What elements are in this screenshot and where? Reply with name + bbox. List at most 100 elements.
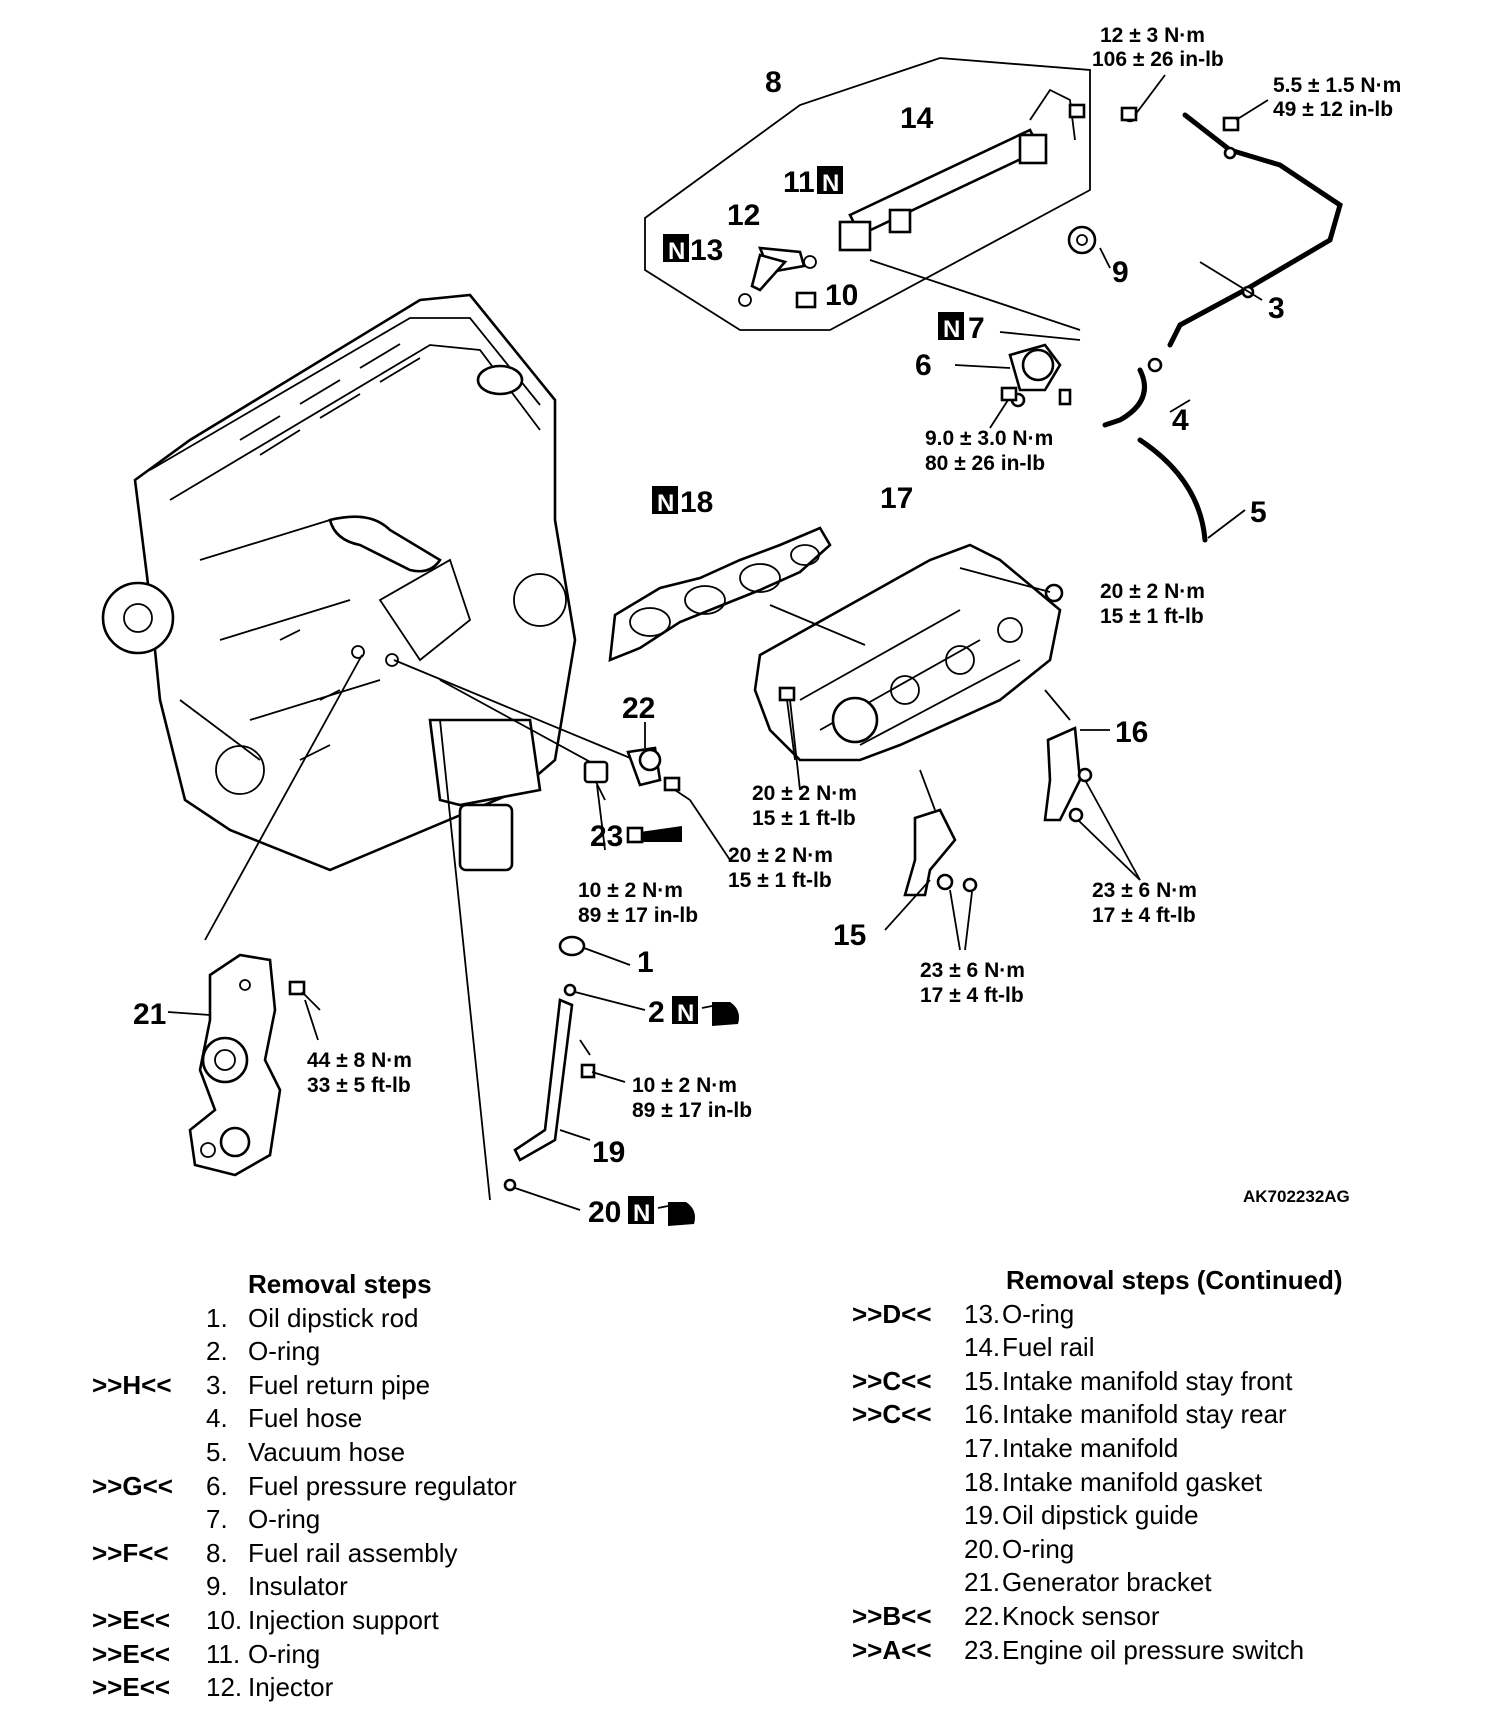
manifold-bolt (778, 686, 796, 761)
step-number: 15. (964, 1365, 1001, 1396)
step-code: >>F<< (92, 1537, 169, 1568)
step-number: 17. (964, 1432, 1001, 1463)
svg-text:44 ± 8 N·m: 44 ± 8 N·m (307, 1049, 412, 1072)
callout-9: 9 (1112, 256, 1129, 289)
step-number: 8. (206, 1537, 228, 1568)
callout-15: 15 (833, 919, 866, 952)
legend-item: >>E<<12.Injector (92, 1671, 517, 1705)
callout-13: 13 (690, 234, 723, 267)
step-number: 12. (206, 1672, 243, 1703)
callout-18: 18 (680, 486, 713, 519)
callout-23: 23 (590, 820, 623, 853)
svg-text:15 ± 1 ft-lb: 15 ± 1 ft-lb (728, 869, 832, 892)
legend-item: 5. Vacuum hose (92, 1436, 517, 1470)
svg-text:17 ± 4 ft-lb: 17 ± 4 ft-lb (1092, 904, 1196, 927)
step-number: 20. (964, 1533, 1001, 1564)
step-label: Fuel rail assembly (248, 1537, 458, 1568)
legend-item: >>C<<16.Intake manifold stay rear (852, 1398, 1343, 1432)
svg-text:15 ± 1 ft-lb: 15 ± 1 ft-lb (752, 807, 856, 830)
step-code: >>D<< (852, 1298, 932, 1329)
n-marker-11: N (817, 166, 843, 197)
fuel-lines (1102, 107, 1343, 543)
step-label: Injector (248, 1672, 334, 1703)
step-label: Oil dipstick guide (1002, 1500, 1199, 1531)
apply-oil-icons (657, 1002, 739, 1226)
torque-specs: 12 ± 3 N·m 106 ± 26 in-lb 5.5 ± 1.5 N·m … (307, 24, 1401, 1122)
step-code (852, 1499, 964, 1533)
step-number: 5. (206, 1436, 228, 1467)
step-code: >>E<< (92, 1638, 171, 1669)
legend-item: 14.Fuel rail (852, 1331, 1343, 1365)
legend-item: 1.Oil dipstick rod (92, 1302, 517, 1336)
leader-lines (204, 654, 636, 1201)
callout-7: 7 (968, 312, 985, 345)
svg-text:17 ± 4 ft-lb: 17 ± 4 ft-lb (920, 984, 1024, 1007)
callout-8: 8 (765, 66, 782, 99)
step-label: O-ring (248, 1504, 321, 1535)
step-label: O-ring (1002, 1298, 1075, 1329)
step-label: O-ring (1002, 1533, 1075, 1564)
torque-return-pipe-bolt: 5.5 ± 1.5 N·m 49 ± 12 in-lb (1273, 74, 1401, 121)
step-number: 11. (206, 1638, 241, 1669)
step-number: 13. (964, 1298, 1001, 1329)
callout-21: 21 (133, 998, 166, 1031)
step-code (92, 1335, 206, 1369)
step-code: >>H<< (92, 1369, 172, 1400)
step-label: Vacuum hose (248, 1436, 406, 1467)
step-code (852, 1466, 964, 1500)
callout-14: 14 (900, 102, 934, 135)
legend-item: 20.O-ring (852, 1533, 1343, 1567)
torque-stay-front: 23 ± 6 N·m 17 ± 4 ft-lb (920, 959, 1025, 1007)
step-code (852, 1566, 964, 1600)
step-label: Engine oil pressure switch (1002, 1634, 1305, 1665)
step-label: Fuel rail (1002, 1332, 1095, 1363)
step-number: 10. (206, 1604, 243, 1635)
callout-labels: 1 2 3 4 5 6 7 8 9 10 11 12 13 14 15 16 1… (133, 66, 1285, 1229)
n-marker-13: N (663, 234, 689, 265)
legend-item: 21.Generator bracket (852, 1566, 1343, 1600)
svg-text:N: N (633, 1200, 650, 1227)
step-code: >>C<< (852, 1399, 932, 1430)
step-number: 2. (206, 1336, 228, 1367)
figure-reference: AK702232AG (1243, 1187, 1350, 1206)
callout-4: 4 (1172, 404, 1189, 437)
step-label: O-ring (248, 1638, 321, 1669)
step-code (92, 1436, 206, 1470)
step-code (92, 1570, 206, 1604)
new-part-markers: N N N N N N (628, 166, 964, 1227)
step-number: 21. (964, 1567, 1001, 1598)
svg-text:20 ± 2 N·m: 20 ± 2 N·m (752, 782, 857, 805)
fuel-rail-assembly-group (644, 57, 1111, 331)
legend-item: >>H<<3.Fuel return pipe (92, 1369, 517, 1403)
step-number: 19. (964, 1500, 1001, 1531)
step-code: >>E<< (92, 1604, 171, 1635)
svg-text:89 ± 17 in-lb: 89 ± 17 in-lb (632, 1099, 752, 1122)
step-number: 4. (206, 1403, 228, 1434)
step-number: 6. (206, 1470, 228, 1501)
step-number: 7. (206, 1504, 228, 1535)
knock-sensor (626, 722, 731, 861)
intake-manifold-stay-front (884, 808, 978, 951)
legend-item: 17.Intake manifold (852, 1432, 1343, 1466)
step-code: >>A<< (852, 1634, 932, 1665)
step-label: Fuel pressure regulator (248, 1470, 517, 1501)
torque-leaders (789, 74, 1269, 791)
legend-item: 2.O-ring (92, 1335, 517, 1369)
legend-item: >>E<< 11.O-ring (92, 1638, 517, 1672)
oil-can-icon-20 (657, 1202, 695, 1226)
step-number: 3. (206, 1369, 228, 1400)
step-label: Injection support (248, 1604, 439, 1635)
svg-text:9.0 ± 3.0 N·m: 9.0 ± 3.0 N·m (925, 427, 1053, 450)
step-number: 23. (964, 1634, 1001, 1665)
svg-text:23 ± 6 N·m: 23 ± 6 N·m (920, 959, 1025, 982)
n-marker-20: N (628, 1196, 654, 1227)
n-marker-18: N (652, 486, 678, 517)
svg-text:N: N (943, 316, 960, 343)
legend-continued-title: Removal steps (Continued) (1006, 1265, 1343, 1295)
step-label: Intake manifold gasket (1002, 1466, 1263, 1497)
svg-text:10 ± 2 N·m: 10 ± 2 N·m (632, 1074, 737, 1097)
callout-1: 1 (637, 946, 654, 979)
torque-stay-rear: 23 ± 6 N·m 17 ± 4 ft-lb (1092, 879, 1197, 927)
legend-item: 9.Insulator (92, 1570, 517, 1604)
